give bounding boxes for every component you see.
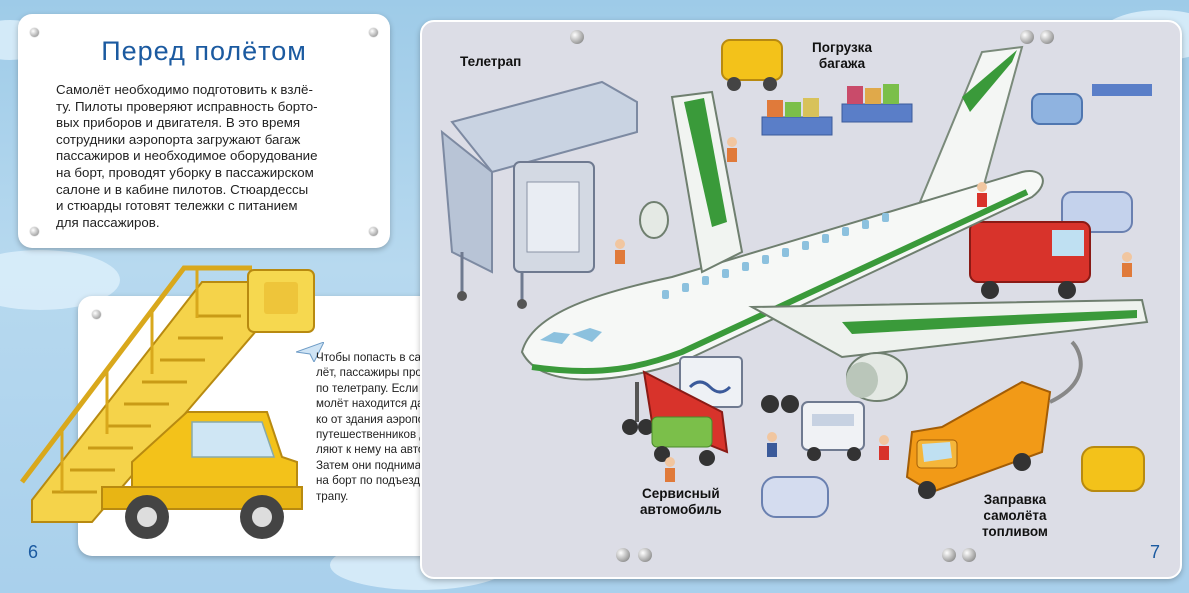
text-line: молёт находится дале- (316, 397, 441, 411)
text-line: сотрудники аэропорта загружают багаж (56, 131, 301, 147)
service-lift-illustration (642, 356, 743, 466)
baggage-cart-illustration (721, 39, 913, 136)
label-refueling: Заправка самолёта топливом (982, 492, 1048, 540)
airplane-illustration (520, 45, 1149, 435)
service-car-illustration (801, 401, 865, 461)
text-line: на борт по подъездному (316, 474, 447, 488)
catering-truck-illustration (969, 221, 1091, 299)
screw-icon (369, 227, 378, 236)
paper-plane-icon (296, 342, 324, 362)
text-line: Затем они поднимаются (316, 458, 447, 472)
label-text: Заправка (983, 492, 1047, 507)
screw-icon (92, 310, 101, 319)
text-line: по телетрапу. Если са- (316, 381, 438, 395)
pin-icon (962, 548, 976, 562)
page-number-right: 7 (1150, 542, 1161, 562)
stair-truck-illustration (20, 265, 315, 539)
text-line: ту. Пилоты проверяют исправность борто- (56, 98, 318, 114)
fuel-truck-illustration (905, 340, 1083, 499)
text-line: для пассажиров. (56, 214, 160, 230)
label-text: Погрузка (812, 40, 872, 55)
label-text: самолёта (983, 508, 1047, 523)
text-line: и стюарды готовят тележки с питанием (56, 198, 298, 214)
text-line: Самолёт необходимо подготовить к взлё- (56, 82, 313, 97)
text-line: ко от здания аэропорта, (316, 412, 446, 426)
screw-icon (30, 227, 39, 236)
label-text: топливом (982, 524, 1048, 539)
screw-icon (30, 28, 39, 37)
car-illustration (1081, 446, 1145, 492)
intro-card: Перед полётом Самолёт необходимо подгото… (18, 14, 390, 248)
pin-icon (1020, 30, 1034, 44)
label-text: Телетрап (460, 54, 522, 69)
text-line: вых приборов и двигателя. В это время (56, 115, 301, 131)
text-line: ляют к нему на автобусе. (316, 443, 452, 457)
pin-icon (638, 548, 652, 562)
worker-illustration (615, 137, 1132, 482)
label-text: автомобиль (640, 502, 722, 517)
text-line: Чтобы попасть в само- (316, 351, 440, 364)
text-line: салоне и в кабине пилотов. Стюардессы (56, 181, 309, 197)
label-text: багажа (818, 56, 866, 71)
text-line: трапу. (316, 489, 349, 503)
text-line: лёт, пассажиры проходят (316, 366, 452, 380)
car-illustration (761, 476, 829, 518)
screw-icon (369, 28, 378, 37)
text-line: на борт, проводят уборку в пассажирском (56, 164, 314, 180)
intro-paragraph: Самолёт необходимо подготовить к взлё- т… (56, 82, 382, 231)
text-line: пассажиров и необходимое оборудование (56, 148, 318, 164)
car-illustration (1031, 93, 1083, 125)
label-text: Сервисный (642, 486, 720, 501)
pin-icon (942, 548, 956, 562)
pin-icon (570, 30, 584, 44)
jet-bridge-illustration (440, 80, 638, 309)
info-paragraph: Чтобы попасть в само- лёт, пассажиры про… (316, 350, 496, 504)
cart-illustration (1092, 84, 1152, 96)
label-teletrap: Телетрап (460, 54, 521, 70)
page-title: Перед полётом (101, 36, 307, 66)
airport-illustration (440, 39, 1152, 518)
airport-scene-card: Телетрап Погрузка багажа Сервисный автом… (420, 20, 1182, 579)
page-number-left: 6 (28, 542, 39, 562)
pin-icon (1040, 30, 1054, 44)
label-service-vehicle: Сервисный автомобиль (640, 486, 722, 518)
label-baggage-loading: Погрузка багажа (812, 40, 872, 72)
pin-icon (616, 548, 630, 562)
